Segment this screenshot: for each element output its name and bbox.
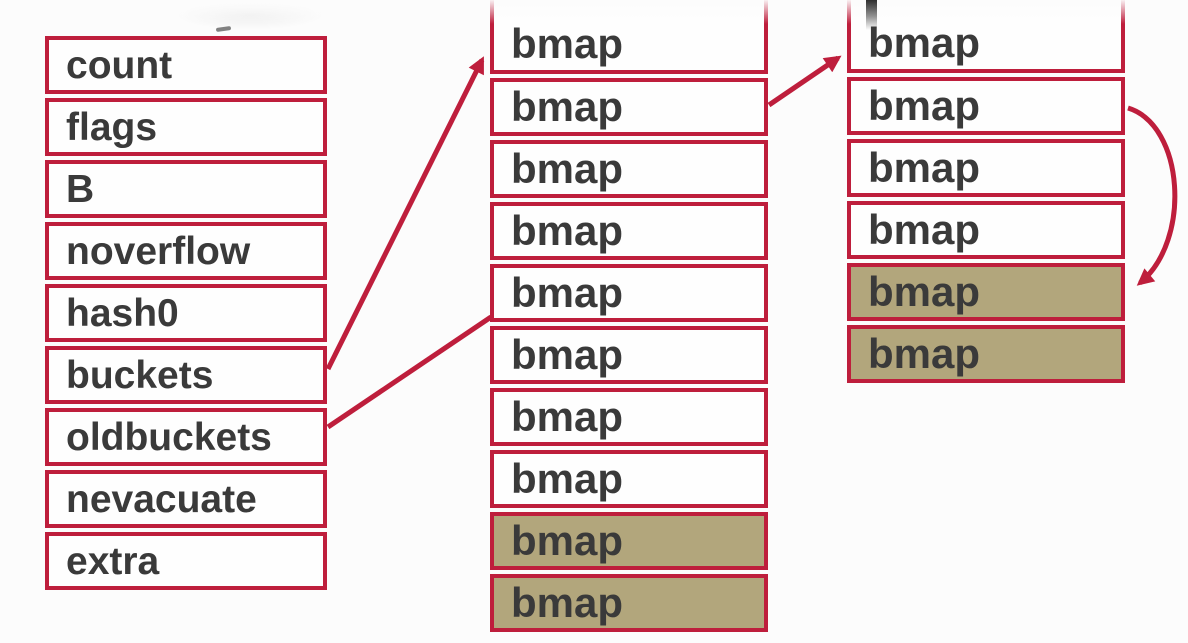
hmap-field-oldbuckets: oldbuckets [45,408,327,466]
overflow-cell-label: bmap [868,144,981,191]
bucket-cell: bmap [490,140,768,198]
hmap-field-extra: extra [45,532,327,590]
hmap-field-count: count [45,36,327,94]
bucket-cell: bmap [490,326,768,384]
bucket-cell-label: bmap [511,83,624,130]
bucket-cell-label: bmap [511,20,624,67]
hmap-field-nevacuate: nevacuate [45,470,327,528]
overflow-cell: bmap [847,139,1125,197]
overflow-bucket-array: bmap bmap bmap bmap bmap bmap [847,0,1125,383]
hmap-field-label: flags [66,105,158,149]
overflow-cell-label: bmap [868,268,981,315]
overflow-cell: bmap [847,77,1125,135]
hmap-field-label: oldbuckets [66,415,272,459]
overflow-cell: bmap [847,201,1125,259]
hmap-field-label: buckets [66,353,214,397]
video-artifact-haze [175,0,325,30]
bucket-cell-label: bmap [511,269,624,316]
bucket-cell-label: bmap [511,145,624,192]
bucket-cell-highlighted: bmap [490,512,768,570]
hmap-field-b: B [45,160,327,218]
hmap-field-label: count [66,43,173,87]
hmap-field-noverflow: noverflow [45,222,327,280]
video-artifact-tick [215,25,232,33]
arrow-bucket-to-overflow [767,55,842,108]
overflow-cell-label: bmap [868,19,981,66]
bucket-cell-label: bmap [511,579,624,626]
bucket-array: bmap bmap bmap bmap bmap bmap bmap bmap … [490,0,768,632]
bucket-cell-label: bmap [511,455,624,502]
bucket-cell: bmap [490,202,768,260]
hmap-field-buckets: buckets [45,346,327,404]
bucket-cell-label: bmap [511,393,624,440]
bucket-cell: bmap [490,388,768,446]
hmap-field-label: hash0 [66,291,179,335]
hmap-field-hash0: hash0 [45,284,327,342]
overflow-cell-highlighted: bmap [847,263,1125,321]
hmap-field-label: noverflow [66,229,251,273]
arrow-buckets-to-array [325,56,485,371]
hmap-field-label: extra [66,539,160,583]
hmap-struct: count flags B noverflow hash0 buckets ol… [45,36,327,590]
arrow-oldbuckets-to-array [326,314,493,430]
bucket-cell-label: bmap [511,207,624,254]
hmap-field-flags: flags [45,98,327,156]
overflow-cell-label: bmap [868,82,981,129]
bucket-cell: bmap [490,0,768,74]
overflow-cell-label: bmap [868,330,981,377]
bucket-cell-label: bmap [511,517,624,564]
overflow-cell: bmap [847,0,1125,73]
bucket-cell: bmap [490,450,768,508]
overflow-cell-highlighted: bmap [847,325,1125,383]
bucket-cell-highlighted: bmap [490,574,768,632]
hmap-field-label: B [66,167,95,211]
hmap-field-label: nevacuate [66,477,257,521]
bucket-cell-label: bmap [511,331,624,378]
arrow-overflow-chain [1127,105,1178,286]
bucket-cell: bmap [490,78,768,136]
overflow-cell-label: bmap [868,206,981,253]
bucket-cell: bmap [490,264,768,322]
